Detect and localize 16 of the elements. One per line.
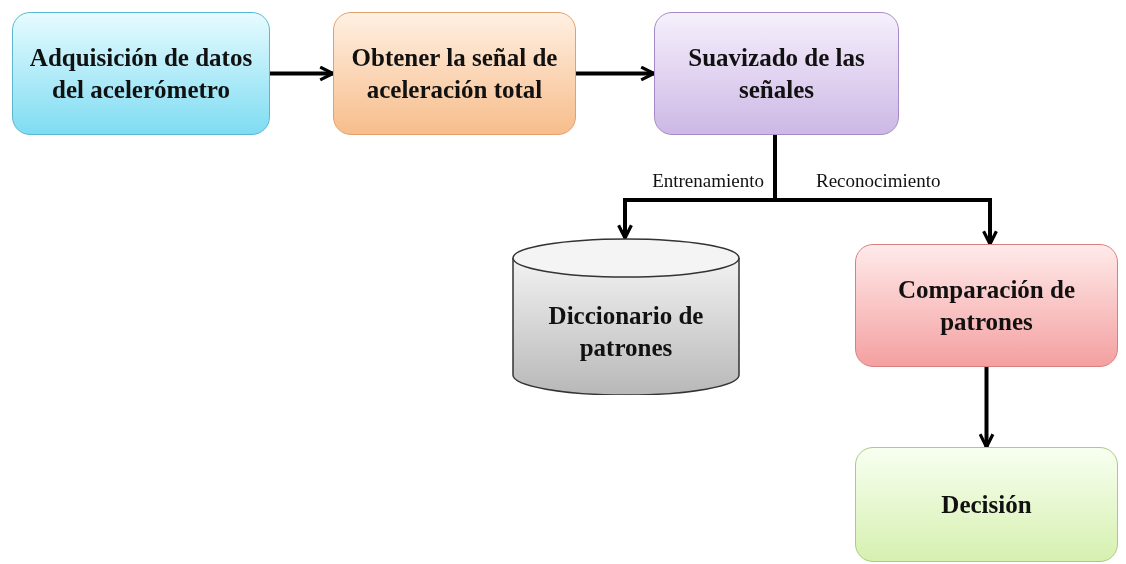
node-label: Obtener la señal de aceleración total xyxy=(350,43,559,105)
process-box xyxy=(855,447,1118,562)
node-label: Adquisición de datos del acelerómetro xyxy=(28,43,254,105)
process-box xyxy=(12,12,270,135)
process-box xyxy=(333,12,576,135)
node-label: Comparación de patrones xyxy=(896,275,1077,337)
process-box xyxy=(855,244,1118,367)
process-box xyxy=(654,12,899,135)
arrow xyxy=(978,367,995,449)
node-label: Diccionario de patrones xyxy=(547,301,705,363)
database-cylinder xyxy=(512,238,740,395)
arrow xyxy=(270,65,335,82)
arrow xyxy=(576,65,656,82)
node-label: Suavizado de las señales xyxy=(687,43,866,105)
node-label: Decisión xyxy=(940,489,1033,520)
arrow xyxy=(773,135,998,246)
